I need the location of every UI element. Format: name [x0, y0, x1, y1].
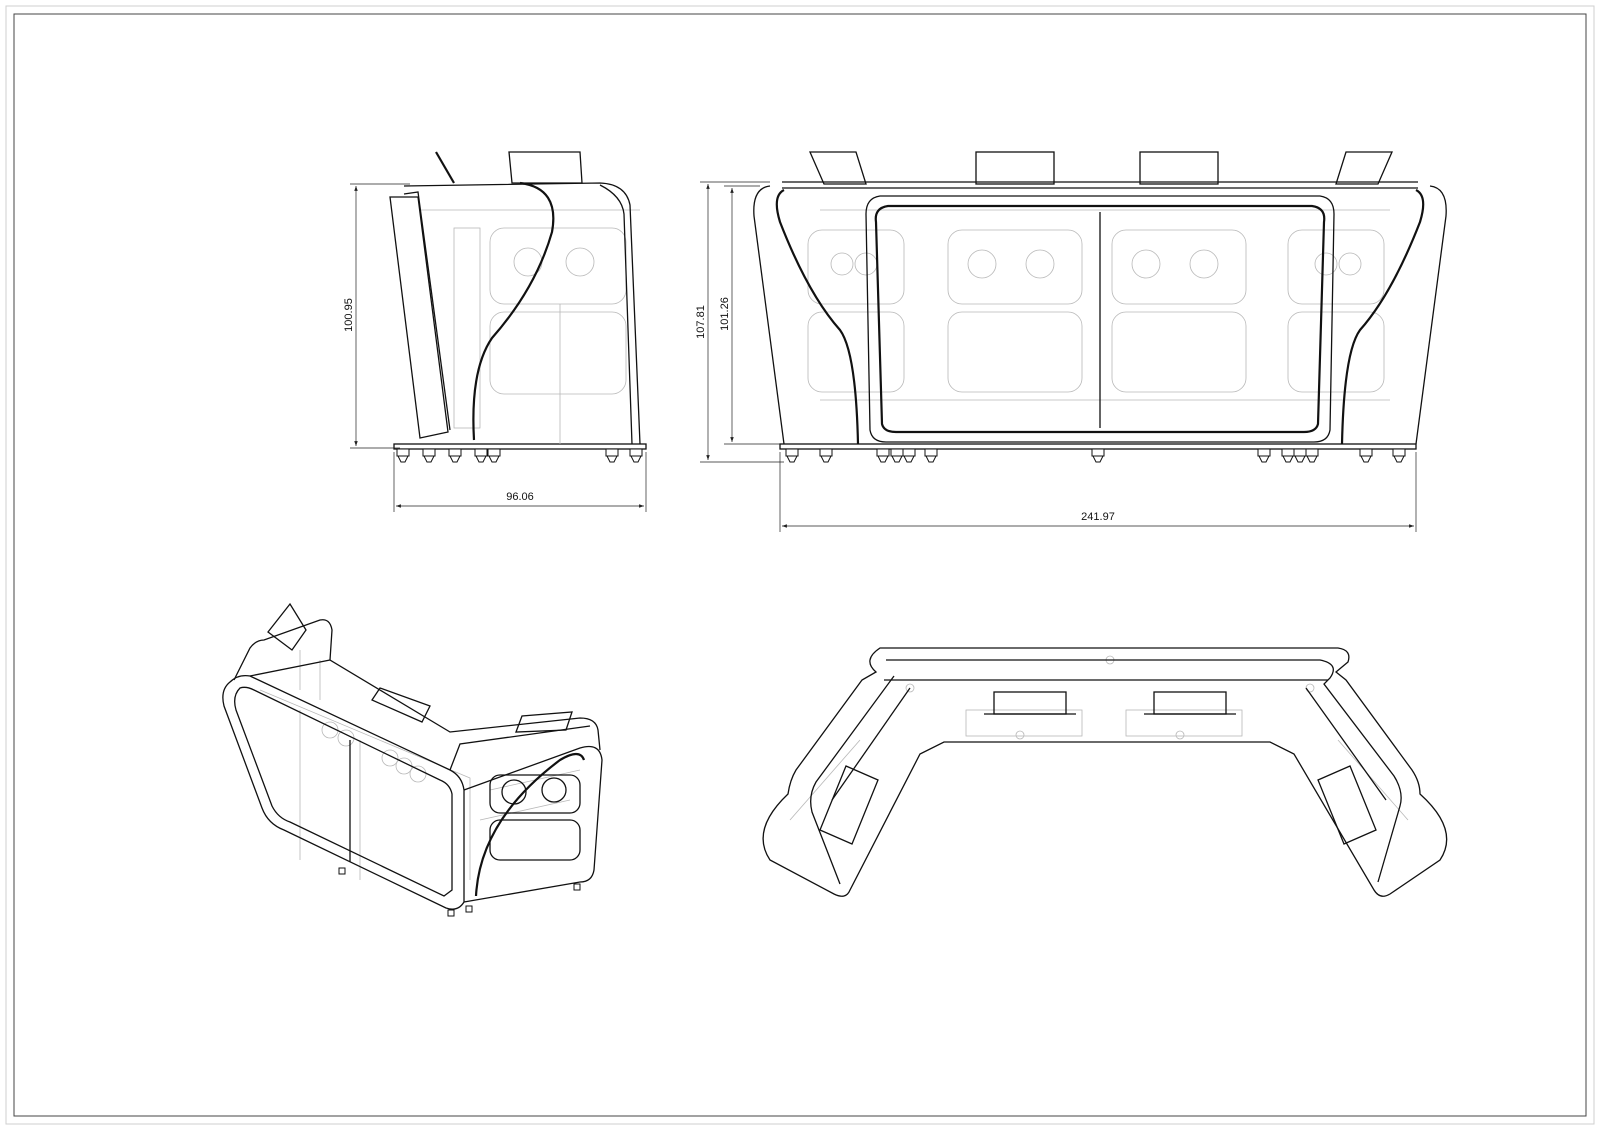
sheet-inner-frame [13, 13, 1587, 1117]
front-center-inner-panel [874, 204, 1326, 434]
side-tablet [508, 151, 583, 184]
side-height-value: 100.95 [343, 298, 355, 332]
iso-top-surface [233, 619, 601, 751]
front-center-outer-panel [865, 195, 1335, 443]
iso-right-return [463, 745, 603, 903]
side-feet [396, 448, 643, 463]
front-left-wing [753, 185, 785, 445]
top-tablet-left [819, 765, 879, 845]
front-tablet-center-right [1139, 151, 1219, 185]
front-right-wing [1415, 185, 1447, 445]
front-width-dimension: 241.97 [779, 452, 1417, 532]
front-feet [785, 448, 1406, 463]
front-view: 107.81 101.26 241.97 [695, 151, 1447, 532]
iso-front-shell [222, 674, 465, 910]
front-width-value: 241.97 [1081, 511, 1115, 523]
front-tablet-right [1335, 151, 1393, 185]
front-base-plate [779, 443, 1417, 450]
side-s-curve [472, 181, 555, 441]
sheet-outer-frame [5, 5, 1595, 1125]
side-base-plate [393, 443, 647, 450]
side-internal-detail [420, 209, 640, 444]
top-internal-detail [789, 655, 1409, 821]
side-view: 100.95 96.06 [343, 151, 647, 512]
side-tablet-stand [435, 151, 455, 184]
top-tablet-center-left [993, 691, 1067, 715]
top-view [762, 647, 1448, 897]
side-top-surface [403, 182, 641, 445]
iso-tablet-center [371, 687, 431, 723]
side-front-panel [389, 196, 449, 439]
front-body-height-dimension: 101.26 [719, 185, 780, 445]
front-tablet-center-left [975, 151, 1055, 185]
front-overall-height-dimension: 107.81 [695, 181, 784, 463]
iso-feet [338, 867, 581, 917]
isometric-view [222, 602, 603, 917]
iso-tablet-right [515, 711, 573, 733]
top-tablet-right [1317, 765, 1377, 845]
side-width-value: 96.06 [506, 491, 534, 503]
front-tablet-left [809, 151, 867, 185]
iso-tablet-left [267, 602, 307, 651]
front-body-height-value: 101.26 [719, 297, 731, 331]
side-width-dimension: 96.06 [393, 452, 647, 512]
side-height-dimension: 100.95 [343, 183, 410, 449]
iso-s-curve [474, 752, 586, 897]
front-overall-height-value: 107.81 [695, 305, 707, 339]
top-tablet-center-right [1153, 691, 1227, 715]
front-internal-detail [807, 209, 1390, 401]
top-outer-outline [762, 647, 1448, 897]
